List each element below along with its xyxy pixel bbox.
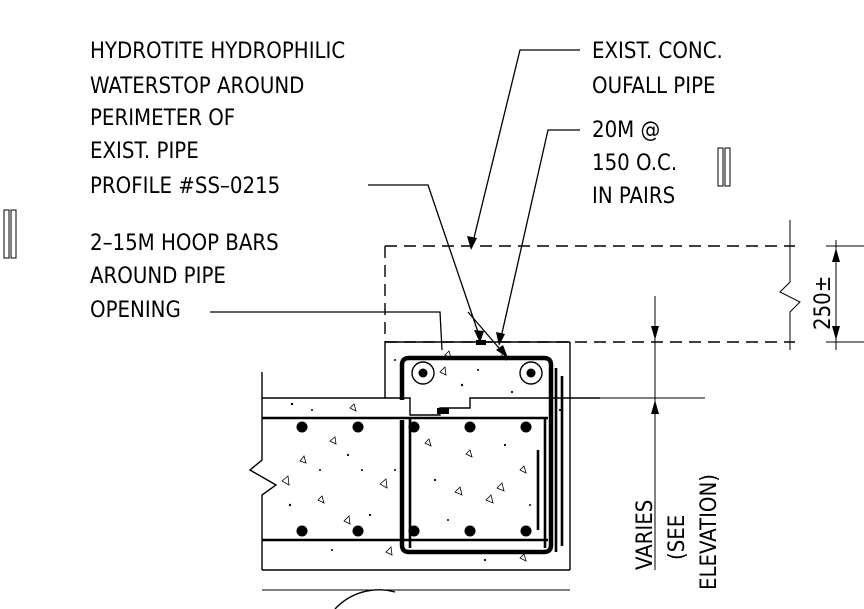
- waterstop-line-1: HYDROTITE HYDROPHILIC: [90, 39, 345, 64]
- rebar-line-3: IN PAIRS: [592, 184, 675, 209]
- varies-line-2: (SEE: [665, 515, 690, 560]
- waterstop-line-4: EXIST. PIPE: [90, 139, 199, 164]
- pipe-line-1: EXIST. CONC.: [592, 39, 723, 64]
- callout-hoop-bars: 2–15M HOOP BARS AROUND PIPE OPENING: [90, 231, 279, 323]
- rebar-line-2: 150 O.C.: [592, 151, 677, 176]
- cover-dimension-label: 250±: [811, 276, 836, 330]
- hoop-line-2: AROUND PIPE: [90, 264, 226, 289]
- pipe-line-2: OUFALL PIPE: [592, 74, 716, 99]
- rebar-pair-glyph: [717, 147, 731, 187]
- callout-pipe: EXIST. CONC. OUFALL PIPE: [592, 39, 723, 99]
- waterstop-line-5: PROFILE #SS–0215: [90, 174, 280, 199]
- reinforcement: [262, 340, 564, 555]
- varies-line-1: VARIES: [633, 500, 658, 570]
- varies-dimension: [600, 296, 705, 570]
- concrete-outline: [248, 341, 600, 591]
- varies-line-3: ELEVATION): [697, 474, 722, 590]
- waterstop-line-3: PERIMETER OF: [90, 106, 235, 131]
- concrete-aggregate: [281, 350, 562, 562]
- leaders: [210, 49, 580, 358]
- rebar-line-1: 20M @: [592, 118, 660, 143]
- hoop-line-3: OPENING: [90, 298, 181, 323]
- existing-pipe-outline: [384, 245, 795, 343]
- left-edge-marker: [3, 209, 17, 259]
- varies-label: VARIES (SEE ELEVATION): [633, 474, 722, 590]
- hoop-line-1: 2–15M HOOP BARS: [90, 231, 279, 256]
- waterstop-line-2: WATERSTOP AROUND: [90, 74, 304, 99]
- callout-rebar: 20M @ 150 O.C. IN PAIRS: [592, 118, 677, 209]
- bottom-section-mark: [334, 589, 396, 609]
- callout-waterstop: HYDROTITE HYDROPHILIC WATERSTOP AROUND P…: [90, 39, 345, 199]
- cover-dimension: [779, 220, 864, 350]
